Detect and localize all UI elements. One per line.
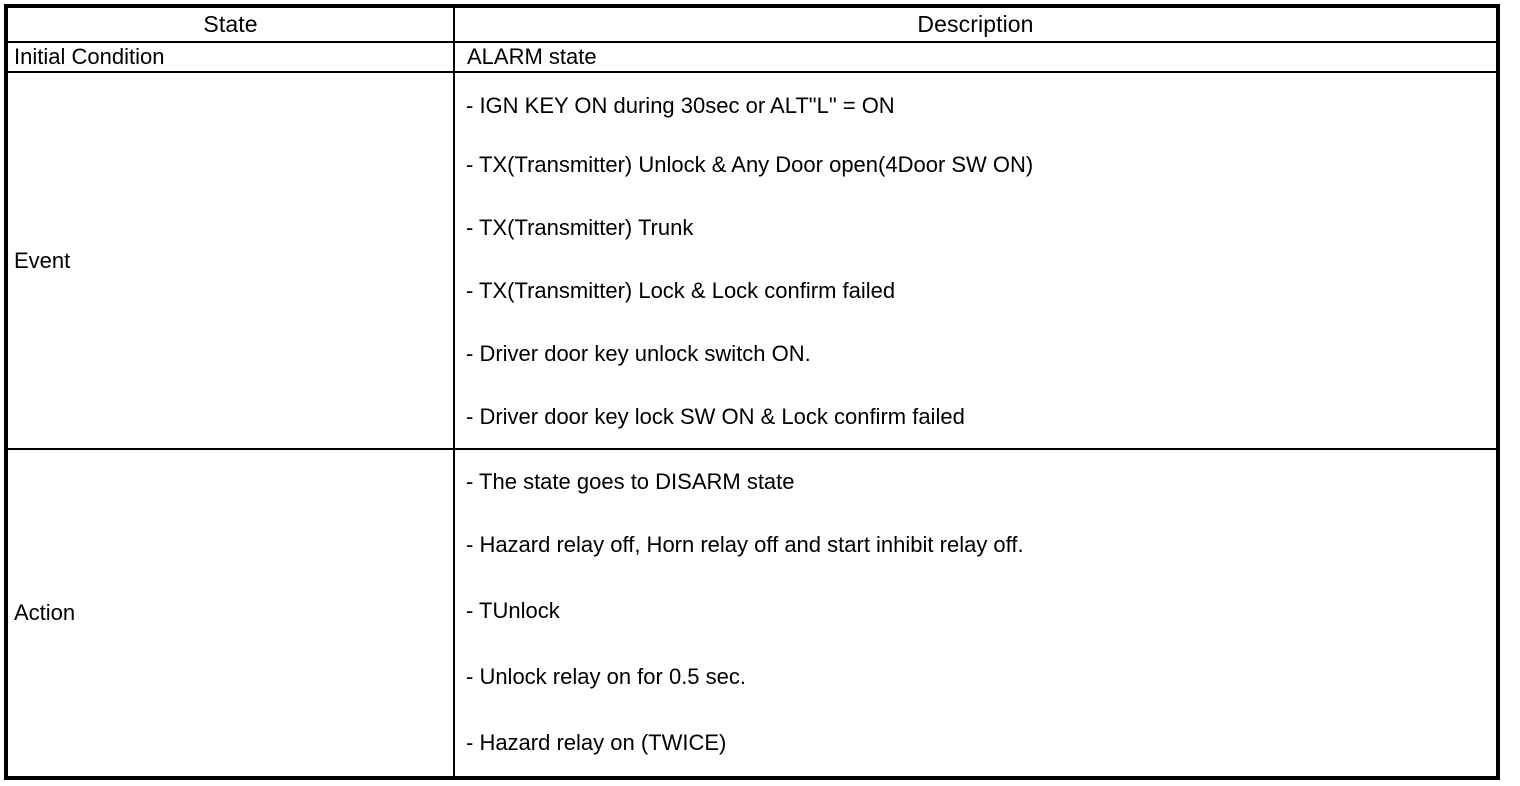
- column-header-description-cell: Description: [455, 8, 1496, 41]
- event-item: - TX(Transmitter) Trunk: [466, 215, 694, 241]
- action-item: - Hazard relay off, Horn relay off and s…: [466, 532, 1024, 557]
- action-item: - Hazard relay on (TWICE): [466, 730, 727, 755]
- column-header-description: Description: [917, 11, 1034, 37]
- row-label-event-cell: Event: [8, 73, 455, 448]
- event-item: - TX(Transmitter) Unlock & Any Door open…: [466, 152, 1034, 178]
- event-item: - IGN KEY ON during 30sec or ALT"L" = ON: [466, 92, 895, 118]
- column-header-state: State: [203, 11, 258, 37]
- row-value-event-cell: - IGN KEY ON during 30sec or ALT"L" = ON…: [455, 73, 1496, 448]
- row-label-initial-condition-cell: Initial Condition: [8, 43, 455, 71]
- row-value-initial-condition-cell: ALARM state: [455, 43, 1496, 71]
- action-item-list: - The state goes to DISARM state - Hazar…: [455, 450, 1496, 776]
- column-header-state-cell: State: [8, 8, 455, 42]
- table-row-initial-condition: Initial Condition ALARM state: [8, 41, 1496, 71]
- event-item: - Driver door key unlock switch ON.: [466, 340, 811, 366]
- row-value-initial-condition: ALARM state: [467, 44, 597, 69]
- action-item: - Unlock relay on for 0.5 sec.: [466, 664, 747, 689]
- event-item: - Driver door key lock SW ON & Lock conf…: [466, 403, 965, 429]
- table-row-event: Event - IGN KEY ON during 30sec or ALT"L…: [8, 71, 1496, 448]
- event-item-list: - IGN KEY ON during 30sec or ALT"L" = ON…: [455, 73, 1496, 448]
- table-row-action: Action - The state goes to DISARM state …: [8, 448, 1496, 776]
- action-item: - TUnlock: [466, 598, 560, 623]
- row-value-action-cell: - The state goes to DISARM state - Hazar…: [455, 450, 1496, 776]
- row-label-action-cell: Action: [8, 450, 455, 776]
- row-label-initial-condition: Initial Condition: [14, 44, 165, 69]
- row-label-action: Action: [14, 600, 76, 625]
- table-header-row: State Description: [8, 8, 1496, 42]
- action-item: - The state goes to DISARM state: [466, 469, 795, 494]
- row-label-event: Event: [14, 247, 71, 273]
- state-description-table: State Description Initial Condition ALAR…: [4, 4, 1500, 780]
- event-item: - TX(Transmitter) Lock & Lock confirm fa…: [466, 278, 896, 304]
